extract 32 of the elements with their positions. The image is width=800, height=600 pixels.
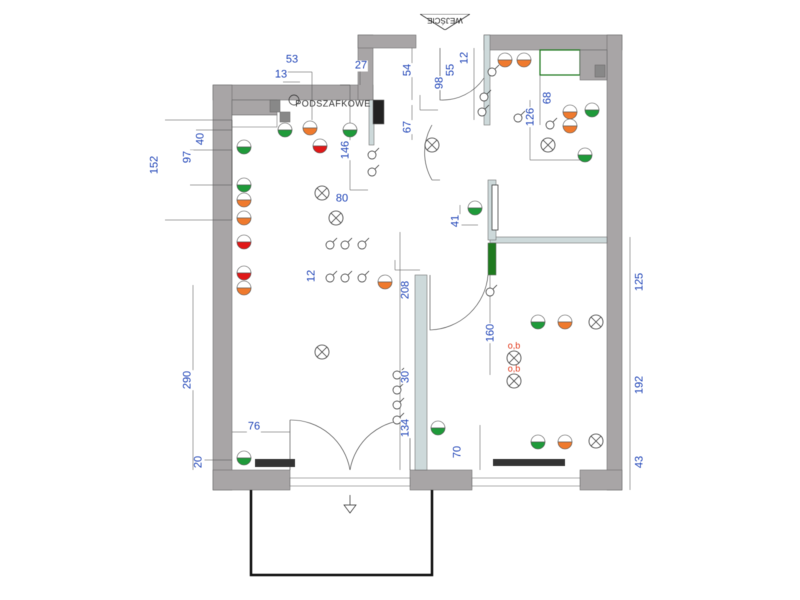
- dimension-label: 12: [306, 268, 318, 284]
- dimension-label: 290: [182, 370, 194, 390]
- dimension-label: 125: [634, 272, 646, 292]
- dimension-label: 208: [400, 280, 412, 300]
- dimension-label: 12: [460, 50, 470, 66]
- dimension-label: 76: [246, 422, 262, 432]
- dimension-label: 43: [634, 454, 646, 470]
- cabinet-label: PODSZAFKOWE: [294, 100, 372, 108]
- dimension-label: 146: [340, 140, 352, 160]
- entrance-marker: WEJŚCIE: [420, 14, 470, 30]
- dimension-label: 20: [194, 454, 204, 470]
- dimension-label: 27: [354, 60, 368, 72]
- dimension-label: 126: [526, 106, 536, 128]
- dimension-label: 67: [402, 120, 414, 134]
- dimension-label: 160: [486, 322, 496, 344]
- dimension-label: 40: [196, 132, 206, 146]
- dimension-label: 192: [634, 374, 646, 396]
- dimension-label: 97: [182, 150, 194, 164]
- circuit-label: o,b: [506, 342, 522, 350]
- dimension-label: 70: [452, 444, 464, 460]
- dimension-label: 80: [334, 194, 350, 204]
- dimension-label: 13: [274, 70, 288, 80]
- dimension-label: 41: [450, 214, 462, 228]
- circuit-label: o,b: [506, 364, 522, 374]
- dimension-label: 54: [402, 62, 414, 78]
- dimension-label: 134: [400, 418, 412, 438]
- dimension-label: 30: [400, 370, 412, 384]
- dimension-label: 152: [150, 154, 160, 176]
- dimension-label: 55: [446, 62, 456, 78]
- dimension-label: 68: [542, 90, 554, 106]
- dimension-label: 53: [284, 54, 300, 66]
- dimension-label: 98: [434, 76, 446, 90]
